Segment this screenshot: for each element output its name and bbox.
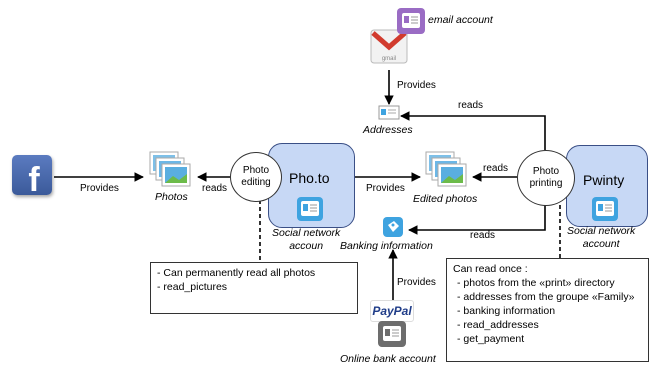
photos-icon	[148, 150, 192, 188]
banking-information-label: Banking information	[340, 240, 433, 252]
contact-card-icon	[297, 197, 323, 221]
edited-photos-label: Edited photos	[413, 193, 478, 205]
gmail-provides-label: Provides	[397, 80, 436, 91]
paypal-icon: PayPal	[370, 300, 414, 322]
svg-text:f: f	[28, 161, 40, 195]
photo-service-name: Pho.to	[289, 170, 330, 186]
address-book-icon	[378, 104, 402, 120]
contact-card-icon	[592, 197, 618, 221]
photo-reads-photos-label: reads	[202, 183, 228, 194]
pwinty-reads-banking-label: reads	[470, 230, 496, 241]
note-line: - Can permanently read all photos	[157, 267, 316, 279]
pwinty-permissions-note: Can read once : - photos from the «print…	[446, 258, 649, 362]
online-bank-account-label: Online bank account	[340, 353, 436, 365]
note-line: - photos from the «print» directory	[457, 277, 615, 289]
svg-text:gmail: gmail	[382, 56, 396, 62]
edited-photos-icon	[424, 150, 468, 188]
addresses-label: Addresses	[363, 124, 413, 136]
edge-pwinty-reads-banking	[408, 205, 546, 235]
pwinty-service-name: Pwinty	[583, 172, 625, 188]
contact-card-icon	[397, 8, 425, 34]
tag-icon	[382, 216, 404, 238]
facebook-icon: f	[12, 155, 52, 199]
photo-provides-edited-label: Provides	[366, 183, 405, 194]
edge-pwinty-reads-addresses	[400, 111, 546, 150]
photos-label: Photos	[155, 191, 188, 203]
facebook-provides-label: Provides	[80, 183, 119, 194]
note-line: - get_payment	[457, 333, 525, 345]
paypal-provides-label: Provides	[397, 277, 436, 288]
pwinty-reads-edited-label: reads	[483, 163, 509, 174]
pwinty-reads-addresses-label: reads	[458, 100, 484, 111]
contact-card-icon	[378, 321, 406, 347]
note-line: - addresses from the groupe «Family»	[457, 291, 635, 303]
email-account-label: email account	[428, 14, 493, 26]
note-line: - read_addresses	[457, 319, 539, 331]
note-title: Can read once :	[453, 263, 528, 275]
gmail-icon: gmail	[370, 27, 408, 65]
note-line: - banking information	[457, 305, 556, 317]
photo-permissions-note: - Can permanently read all photos - read…	[150, 262, 358, 314]
note-line: - read_pictures	[157, 281, 228, 293]
